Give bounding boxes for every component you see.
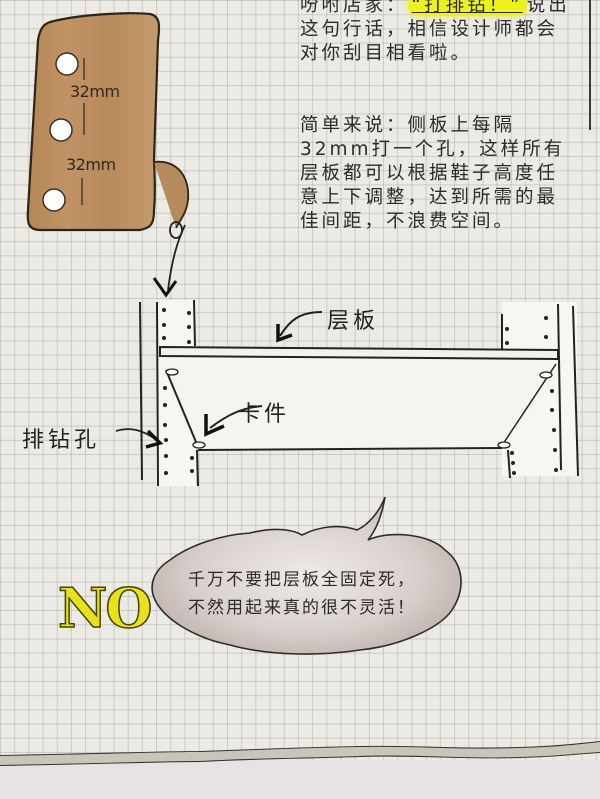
explanation-paragraph: 简单来说：侧板上每隔32mm打一个孔，这样所有层板都可以根据鞋子高度任意上下调整… bbox=[300, 115, 566, 232]
shelf-diagram bbox=[139, 299, 579, 487]
hole-icon bbox=[42, 188, 66, 212]
page-border bbox=[589, 0, 591, 130]
wood-sample-illustration bbox=[26, 12, 190, 298]
warning-line-1: 千万不要把层板全固定死， bbox=[188, 570, 416, 590]
hole-icon bbox=[49, 118, 73, 142]
warning-line-2: 不然用起来真的很不灵活！ bbox=[188, 598, 416, 618]
no-badge: NO bbox=[57, 575, 153, 641]
dimension-label-bottom: 32mm bbox=[66, 155, 116, 174]
intro-rest: 说出这句行话，相信设计师都会对你刮目相看啦。 bbox=[300, 0, 570, 64]
hole-icon bbox=[55, 52, 79, 76]
warning-text: 千万不要把层板全固定死， 不然用起来真的很不灵活！ bbox=[188, 566, 488, 622]
label-drill-holes: 排钻孔 bbox=[22, 428, 101, 453]
label-shelf: 层板 bbox=[327, 309, 380, 334]
intro-prefix: 吩咐店家： bbox=[300, 0, 408, 16]
speech-bubble bbox=[151, 496, 462, 655]
intro-paragraph: 吩咐店家：“打排钻！”说出这句行话，相信设计师都会对你刮目相看啦。 bbox=[300, 0, 570, 66]
highlight-term: “打排钻！” bbox=[407, 0, 527, 16]
label-clip: 卡件 bbox=[238, 402, 291, 427]
paper-edge bbox=[0, 741, 600, 766]
holes-arrow-icon bbox=[115, 428, 164, 449]
dimension-label-top: 32mm bbox=[70, 82, 120, 101]
page-below bbox=[0, 760, 600, 799]
